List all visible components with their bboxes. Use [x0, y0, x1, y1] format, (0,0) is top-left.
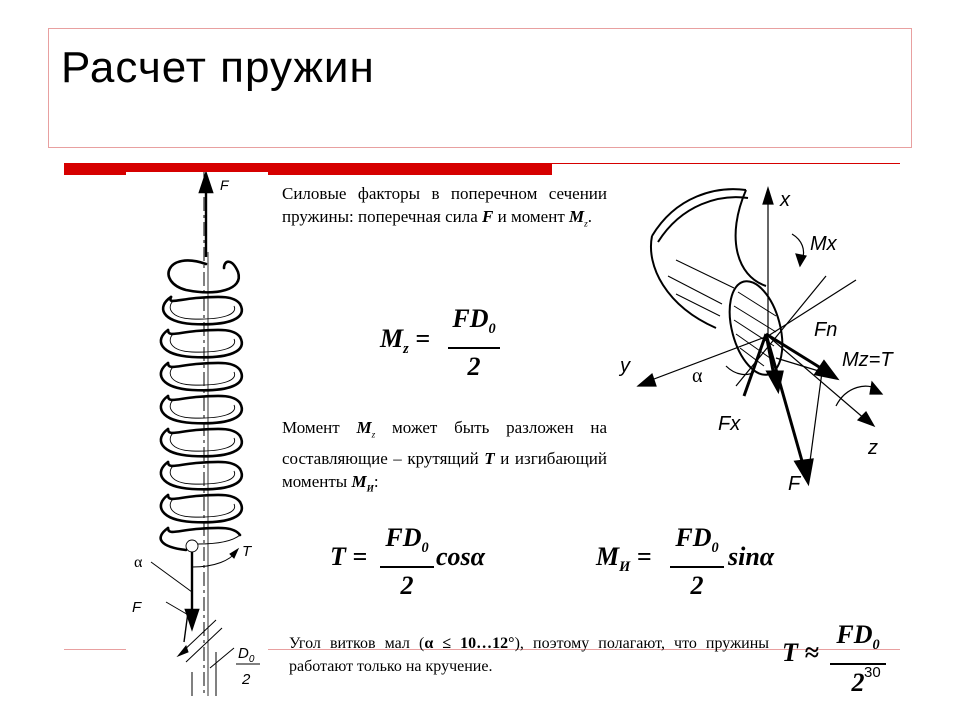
- formula-mi-tail: sinα: [728, 542, 775, 571]
- paragraph-small-angle: Угол витков мал (α ≤ 10…12°), поэтому по…: [289, 635, 770, 675]
- title-frame: Расчет пружин: [48, 28, 912, 148]
- formula-t-fraction: FD0 2: [380, 523, 434, 601]
- section-label-alpha: α: [692, 365, 703, 387]
- formula-approx-left: T ≈: [782, 638, 819, 667]
- section-label-z: z: [867, 437, 878, 459]
- slide-number: 30: [864, 664, 881, 681]
- spring-label-d0: D0: [238, 645, 255, 665]
- slide-title: Расчет пружин: [61, 43, 375, 92]
- spring-label-f-bottom: F: [132, 599, 142, 616]
- cross-section-diagram: x Mx Fn Mz=T y α Fx z F: [616, 176, 928, 498]
- section-label-y: y: [618, 355, 631, 377]
- paragraph-force-factors: Силовые факторы в поперечном сечении пру…: [282, 184, 607, 230]
- footer-line: [64, 649, 900, 650]
- formula-mz-left: Mz =: [380, 324, 431, 358]
- spring-label-f-top: F: [220, 177, 230, 193]
- spring-label-t: T: [242, 543, 253, 560]
- section-label-fn: Fn: [814, 319, 837, 341]
- spring-label-two: 2: [241, 671, 251, 688]
- accent-line: [552, 163, 900, 164]
- section-label-fx: Fx: [718, 413, 741, 435]
- formula-mi-left: MИ =: [596, 542, 652, 576]
- formula-approx-fraction: FD0 2: [830, 620, 886, 698]
- section-label-x: x: [779, 189, 791, 211]
- formula-mz-fraction: FD0 2: [448, 304, 500, 382]
- section-label-mx: Mx: [810, 233, 838, 255]
- spring-label-alpha: α: [134, 554, 143, 571]
- section-label-mz-t: Mz=T: [842, 349, 894, 371]
- spring-diagram: F α F T D0 2: [126, 172, 268, 696]
- formula-t-left: T =: [330, 542, 368, 571]
- formula-t-tail: cosα: [436, 542, 486, 571]
- section-label-f: F: [788, 473, 802, 495]
- paragraph-moment-decomposition: Момент Mz может быть разложен на составл…: [282, 418, 607, 495]
- formula-mi-fraction: FD0 2: [670, 523, 724, 601]
